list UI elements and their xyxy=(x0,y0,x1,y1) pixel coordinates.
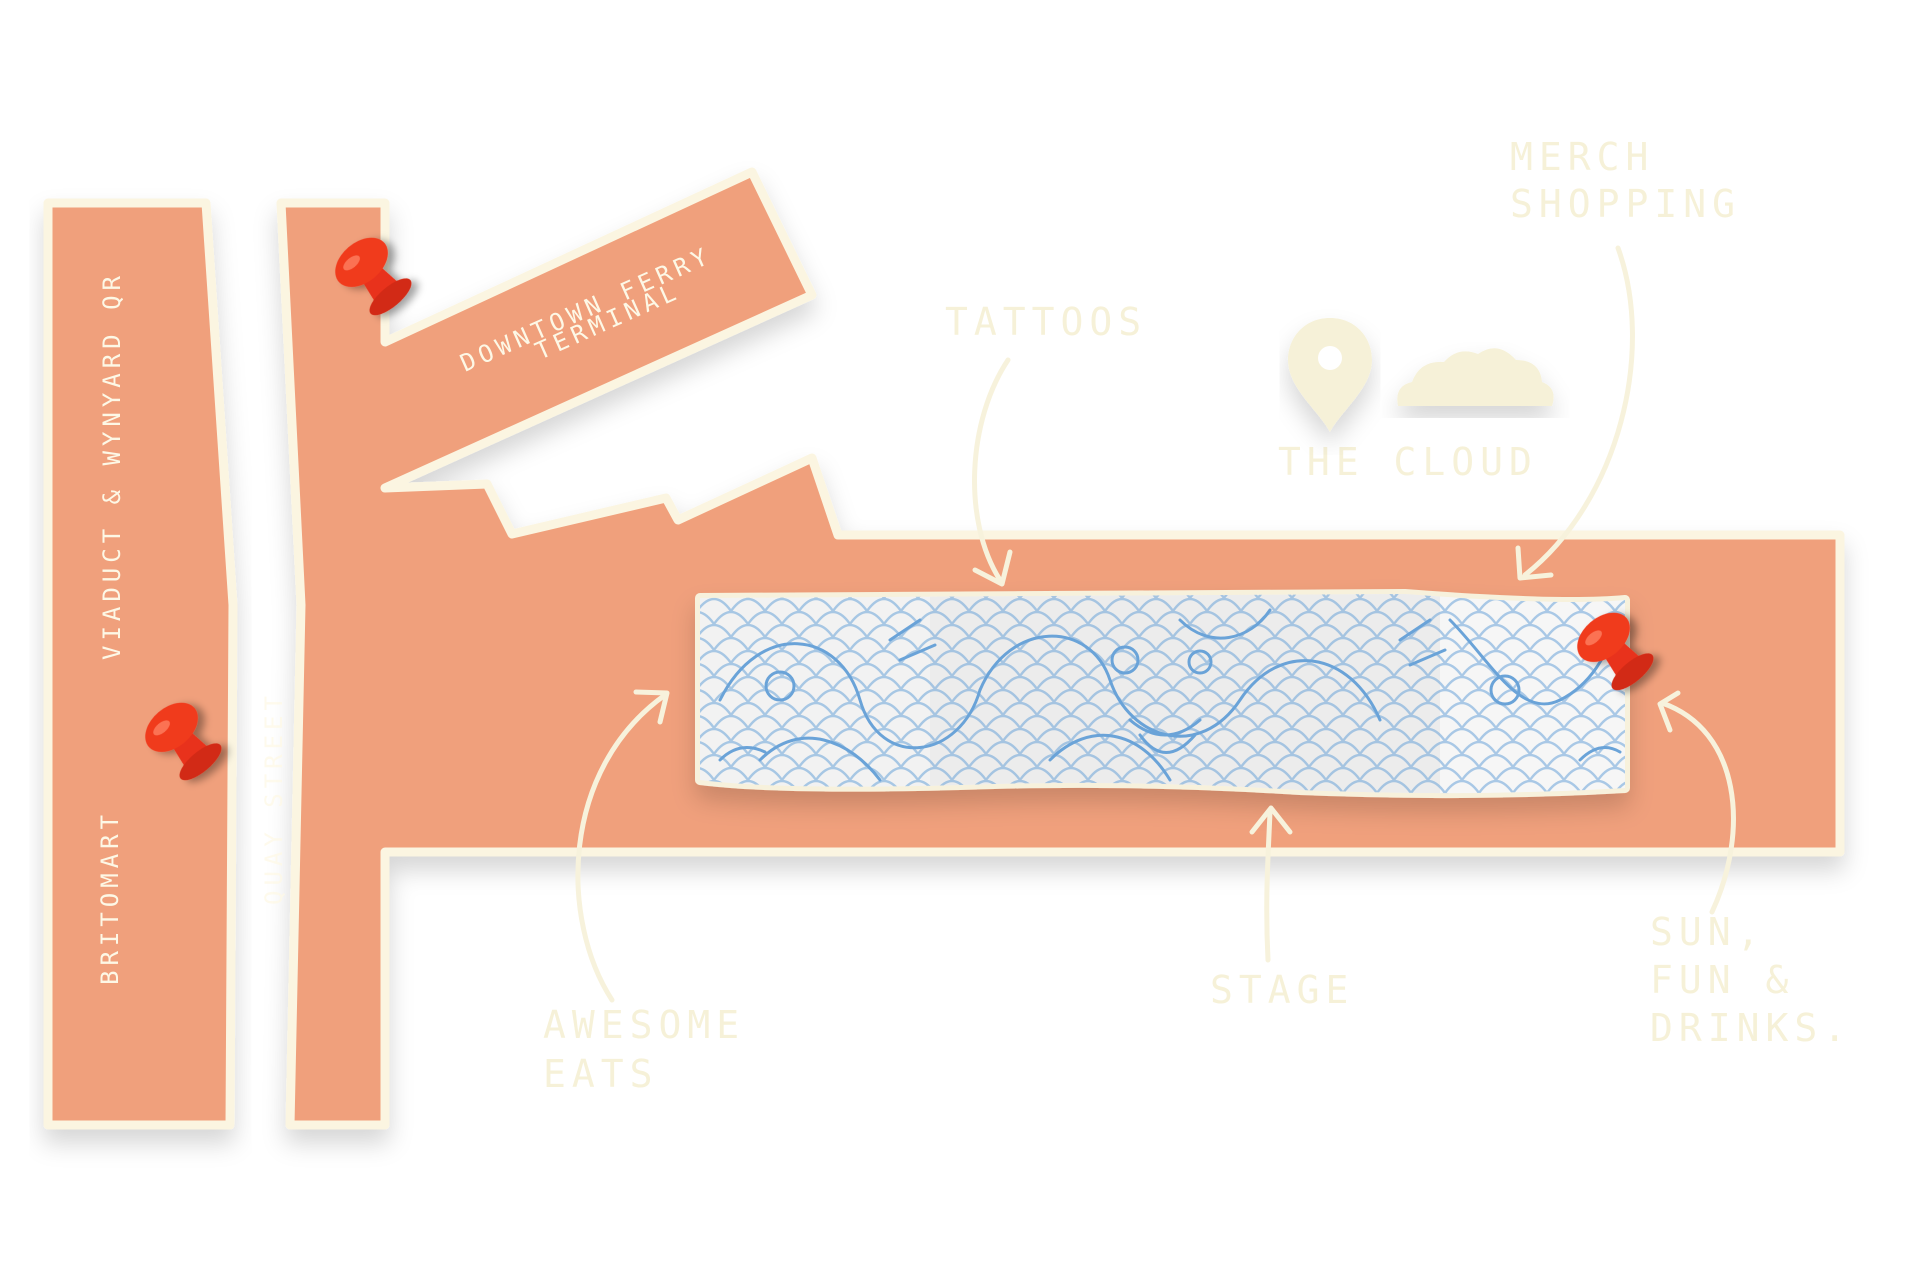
cloud-icon xyxy=(1397,348,1554,406)
label-stage: STAGE xyxy=(1210,968,1354,1012)
label-tattoos: TATTOOS xyxy=(945,300,1147,344)
label-merch-line1: MERCH xyxy=(1510,135,1654,179)
pushpin-icon xyxy=(1577,612,1654,691)
dragon-artwork xyxy=(700,594,1625,794)
label-cloud: THE CLOUD xyxy=(1278,440,1538,484)
label-merch-line2: SHOPPING xyxy=(1510,182,1741,226)
arrow-tattoos xyxy=(972,357,1013,587)
arrow-stage xyxy=(1249,805,1293,963)
location-pin-icon xyxy=(1288,318,1372,432)
zone-labels: TATTOOS MERCH SHOPPING THE CLOUD AWESOME… xyxy=(543,135,1852,1096)
pushpin-icon xyxy=(335,237,412,316)
pushpin-icon xyxy=(145,702,222,781)
label-viaduct: VIADUCT & WYNYARD QR xyxy=(98,271,126,660)
label-eats-line2: EATS xyxy=(543,1052,659,1096)
label-drinks-line3: DRINKS. xyxy=(1650,1006,1852,1050)
label-drinks-line2: FUN & xyxy=(1650,958,1794,1002)
street-britomart xyxy=(43,198,238,1130)
label-side-street: QUAY STREET xyxy=(260,691,288,905)
arrow-merch xyxy=(1515,245,1635,581)
arrow-drinks xyxy=(1657,690,1736,915)
label-britomart: BRITOMART xyxy=(96,810,124,985)
label-drinks-line1: SUN, xyxy=(1650,910,1766,954)
tattoo-strip xyxy=(695,589,1630,799)
arrow-eats xyxy=(575,689,670,1003)
label-eats-line1: AWESOME xyxy=(543,1003,745,1047)
arrows xyxy=(575,245,1736,1003)
